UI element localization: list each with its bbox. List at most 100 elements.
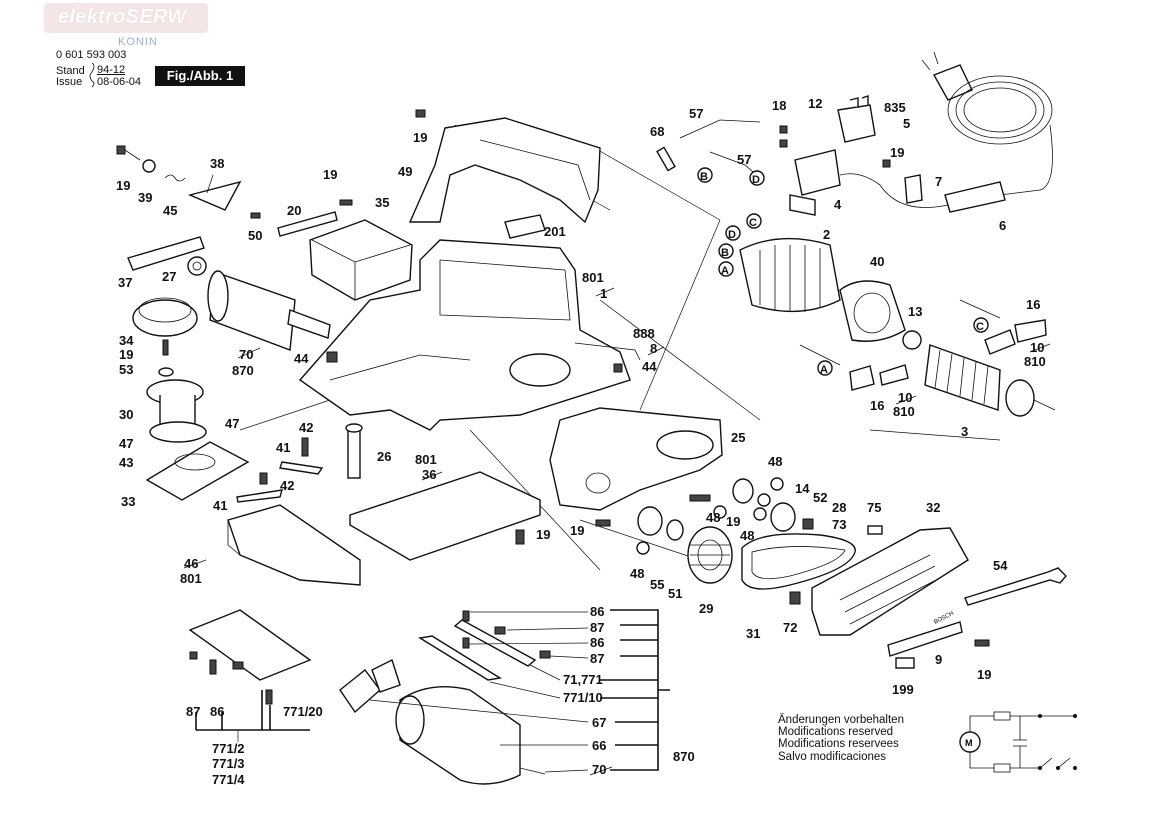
bearing-13-icon — [902, 330, 922, 350]
armature-3 — [924, 344, 1056, 417]
clip-44a-icon — [326, 351, 338, 363]
label-57a: 57 — [689, 106, 703, 121]
nut-48d-icon — [636, 541, 650, 555]
svg-text:B: B — [700, 171, 708, 183]
label-27: 27 — [162, 269, 176, 284]
circuit-schematic: M — [959, 711, 1077, 773]
label-835: 835 — [884, 100, 906, 115]
clip-72-icon — [789, 591, 801, 605]
label-32: 32 — [926, 500, 940, 515]
label-86b: 86 — [590, 635, 604, 650]
leaders-bottom — [369, 611, 589, 773]
label-201: 201 — [544, 224, 566, 239]
label-771-20: 771/20 — [283, 704, 323, 719]
stand-value: 94-12 — [97, 64, 126, 76]
label-19h: 19 — [570, 523, 584, 538]
gear-housing-25 — [549, 407, 723, 511]
label-771-3: 771/3 — [212, 756, 245, 771]
label-12: 12 — [808, 96, 822, 111]
svg-text:C: C — [976, 321, 984, 333]
screw-42b-icon — [259, 472, 268, 485]
svg-text:C: C — [749, 217, 757, 229]
label-19d: 19 — [323, 167, 337, 182]
svg-text:A: A — [820, 364, 828, 376]
label-19a: 19 — [116, 178, 130, 193]
label-801b: 801 — [415, 452, 437, 467]
nut-48a-icon — [770, 477, 784, 491]
pin-50-icon — [250, 212, 261, 219]
label-19e: 19 — [413, 130, 427, 145]
label-4: 4 — [834, 197, 842, 212]
label-50: 50 — [248, 228, 262, 243]
part-number: 0 601 593 003 — [56, 49, 127, 61]
base-plate-36-icon — [349, 471, 541, 561]
label-771-10: 771/10 — [563, 690, 603, 705]
screw-19e-icon — [415, 109, 426, 118]
label-201-icon — [504, 214, 546, 239]
label-8: 8 — [650, 341, 657, 356]
clip-44b-icon — [613, 363, 623, 373]
washer-52-icon — [757, 493, 771, 507]
adjuster-30 — [146, 379, 207, 443]
switch-body-4 — [789, 149, 841, 216]
shaft-26 — [345, 423, 363, 479]
cutter-drum-66 — [395, 685, 546, 785]
stator-2 — [739, 237, 841, 313]
label-26: 26 — [377, 449, 391, 464]
label-199: 199 — [892, 682, 914, 697]
blade-71-icon — [453, 619, 537, 667]
label-30: 30 — [119, 407, 133, 422]
washer-53-icon — [158, 367, 174, 377]
label-13: 13 — [908, 304, 922, 319]
label-45: 45 — [163, 203, 177, 218]
label-9-icon — [887, 621, 963, 657]
label-19i: 19 — [977, 667, 991, 682]
header-brace — [89, 62, 95, 88]
connector-markers: B D C D B A C A — [697, 167, 989, 376]
nut-48c-icon — [753, 507, 767, 521]
label-87a: 87 — [590, 620, 604, 635]
handle-cover-49 — [408, 117, 601, 224]
power-cord-6 — [839, 51, 1053, 213]
label-86a: 86 — [590, 604, 604, 619]
plate-37-icon — [127, 236, 205, 271]
note-es: Salvo modificaciones — [778, 750, 887, 763]
label-41b: 41 — [213, 498, 227, 513]
label-801a: 801 — [180, 571, 202, 586]
screws-86-87-right — [462, 610, 551, 659]
label-14: 14 — [795, 481, 810, 496]
label-810b: 810 — [893, 404, 915, 419]
clip-41b-icon — [236, 489, 283, 503]
label-48c: 48 — [740, 528, 754, 543]
label-67: 67 — [592, 715, 606, 730]
svg-text:A: A — [721, 265, 729, 277]
label-39: 39 — [138, 190, 152, 205]
label-888: 888 — [633, 326, 655, 341]
label-47b: 47 — [119, 436, 133, 451]
issue-label: Issue — [56, 76, 83, 88]
screws-86-87-left — [189, 651, 273, 705]
scale-plate-33-icon — [145, 441, 250, 501]
connector-wires-group — [656, 95, 923, 216]
screw-19i-icon — [974, 639, 990, 647]
bracket-38-icon — [187, 180, 242, 211]
washer-51-icon — [666, 519, 684, 541]
label-1: 1 — [600, 286, 607, 301]
nut-48b-icon — [713, 505, 727, 519]
strike-marks — [183, 287, 1051, 776]
label-5: 5 — [903, 116, 910, 131]
switch-box-35 — [309, 219, 413, 301]
label-771-4: 771/4 — [212, 772, 245, 787]
label-75: 75 — [867, 500, 881, 515]
screw-19b-icon — [162, 339, 169, 356]
screw-19-icon — [116, 145, 126, 155]
svg-text:M: M — [965, 738, 973, 748]
label-19g: 19 — [726, 514, 740, 529]
svg-text:B: B — [721, 247, 729, 259]
screw-19c-icon — [515, 529, 525, 545]
screw-19h-icon — [689, 494, 711, 502]
label-38: 38 — [210, 156, 224, 171]
label-70b: 70 — [592, 762, 606, 777]
